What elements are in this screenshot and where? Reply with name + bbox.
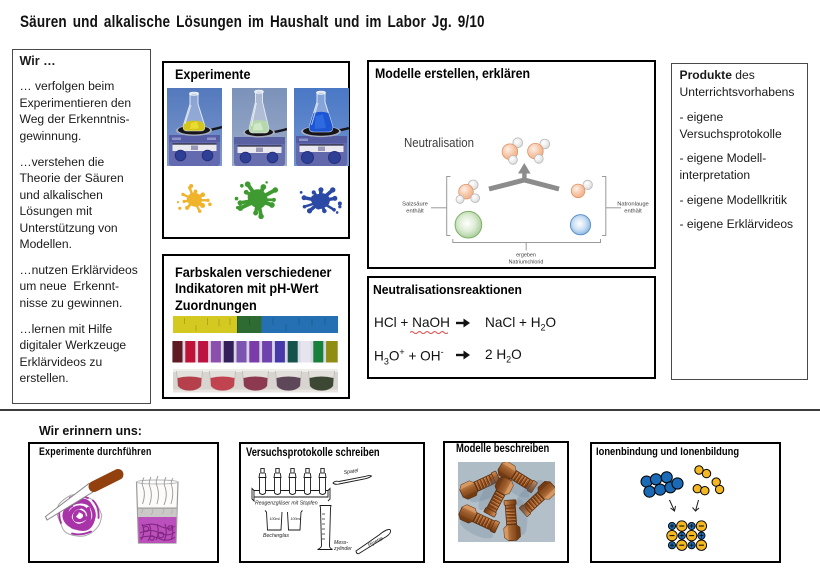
- svg-text:zylinder: zylinder: [333, 546, 352, 552]
- svg-text:100mL: 100mL: [270, 517, 281, 521]
- svg-text:Reagenzgläser mit Stopfen: Reagenzgläser mit Stopfen: [255, 501, 318, 507]
- svg-text:Neutralisation: Neutralisation: [404, 136, 474, 150]
- svg-text:Salzsäure: Salzsäure: [402, 202, 428, 208]
- svg-text:Natriumchlorid: Natriumchlorid: [509, 260, 544, 266]
- svg-text:enthält: enthält: [406, 209, 424, 215]
- svg-text:Spatel: Spatel: [343, 468, 359, 476]
- svg-text:Mess-: Mess-: [334, 540, 348, 546]
- svg-text:enthält: enthält: [624, 209, 642, 215]
- svg-text:ergeben: ergeben: [516, 253, 536, 259]
- svg-text:Natronlauge: Natronlauge: [617, 202, 649, 208]
- svg-text:Becherglas: Becherglas: [263, 533, 289, 539]
- svg-text:100mL: 100mL: [291, 517, 302, 521]
